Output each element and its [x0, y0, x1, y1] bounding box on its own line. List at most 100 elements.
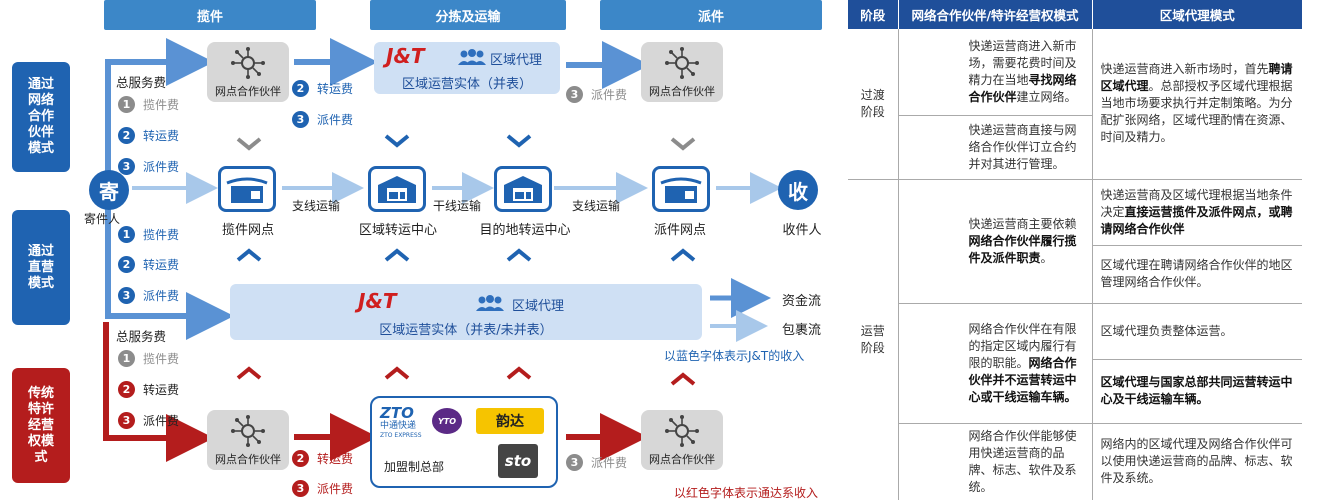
partner-label: 网点合作伙伴 — [215, 453, 281, 466]
chevron-up-icon — [670, 248, 696, 262]
zto-logo: ZTO 中通快递 ZTO EXPRESS — [380, 404, 422, 440]
table-cell: 区域代理在聘请网络合作伙伴的地区管理网络合作伙伴。 — [1092, 245, 1302, 304]
table-row: 区域代理与国家总部共同运营转运中心及干线运输车辆。 — [848, 359, 1302, 424]
regional-agent-label: 区域代理 — [512, 299, 565, 314]
branch-transport-label: 支线运输 — [572, 199, 621, 213]
regional-hub-icon — [368, 166, 426, 212]
network-icon — [665, 415, 699, 447]
chevron-up-icon — [506, 248, 532, 262]
total-fee-label-top: 总服务费 — [116, 75, 167, 90]
regional-hub-label: 区域转运中心 — [358, 223, 437, 238]
mode-partner-label: 通过网络合作伙伴模式 — [12, 62, 70, 172]
table-header-stage: 阶段 — [848, 0, 899, 29]
table-row: 网络合作伙伴在有限的指定区域内履行有限的职能。网络合作伙伴并不运营转运中心或干线… — [848, 303, 1302, 424]
chevron-up-icon — [384, 248, 410, 262]
yunda-logo: 韵达 — [476, 408, 544, 434]
chevron-up-icon — [384, 366, 410, 380]
mode-franchise-label: 传统特许经营权模式 — [12, 368, 70, 483]
table-cell: 网络合作伙伴能够使用快递运营商的品牌、标志、软件及系统。 — [898, 423, 1093, 500]
delivery-outlet-label: 派件网点 — [653, 223, 706, 238]
table-row: 区域代理在聘请网络合作伙伴的地区管理网络合作伙伴。 — [848, 245, 1302, 304]
chevron-down-icon — [506, 134, 532, 148]
parcel-flow-legend: 包裹流 — [782, 323, 822, 338]
franchise-hq-label: 加盟制总部 — [384, 460, 445, 474]
yto-logo: YTO — [432, 408, 462, 434]
people-group-icon — [476, 295, 504, 311]
partner-node-top-delivery: 网点合作伙伴 — [641, 42, 723, 102]
table-cell: 快递运营商直接与网络合作伙伴订立合约并对其进行管理。 — [898, 115, 1093, 180]
partner-node-bottom-delivery: 网点合作伙伴 — [641, 410, 723, 470]
chevron-up-icon — [236, 366, 262, 380]
sender-icon: 寄 — [89, 170, 129, 210]
table-row: 网络合作伙伴能够使用快递运营商的品牌、标志、软件及系统。 网络内的区域代理及网络… — [848, 423, 1302, 500]
blue-note: 以蓝色字体表示J&T的收入 — [664, 349, 805, 363]
table-row: 快递运营商直接与网络合作伙伴订立合约并对其进行管理。 — [848, 115, 1302, 180]
branch-transport-label: 支线运输 — [292, 199, 341, 213]
total-fee-label-bottom: 总服务费 — [116, 329, 167, 344]
flow-arrows — [103, 38, 782, 462]
partner-label: 网点合作伙伴 — [649, 453, 715, 466]
table-cell: 快递运营商进入新市场，需要花费时间及精力在当地寻找网络合作伙伴建立网络。 — [898, 29, 1093, 116]
sto-logo: sto — [498, 444, 538, 478]
mode-direct-label: 通过直营模式 — [12, 210, 70, 325]
chevron-down-icon — [670, 137, 696, 151]
network-icon — [231, 415, 265, 447]
fund-flow-legend: 资金流 — [782, 294, 822, 309]
table-header-agent-model: 区域代理模式 — [1092, 0, 1302, 29]
dest-hub-icon — [494, 166, 552, 212]
table-header-partner-model: 网络合作伙伴/特许经营权模式 — [898, 0, 1093, 29]
table-cell: 区域代理负责整体运营。 — [1092, 303, 1302, 360]
partner-label: 网点合作伙伴 — [215, 85, 281, 98]
table-cell: 网络内的区域代理及网络合作伙伴可以使用快递运营商的品牌、标志、软件及系统。 — [1092, 423, 1302, 500]
phase-pickup: 揽件 — [104, 0, 316, 30]
chevron-down-icon — [384, 134, 410, 148]
table-cell: 快递运营商及区域代理根据当地条件决定直接运营揽件及派件网点，或聘请网络合作伙伴 — [1092, 179, 1302, 246]
delivery-outlet-icon — [652, 166, 710, 212]
network-icon — [665, 47, 699, 79]
receiver-icon: 收 — [778, 170, 818, 210]
pickup-outlet-label: 揽件网点 — [221, 223, 274, 238]
table-row: 运营阶段 快递运营商主要依赖网络合作伙伴履行揽件及派件职责。 快递运营商及区域代… — [848, 179, 1302, 500]
chevron-up-icon — [670, 372, 696, 386]
partner-label: 网点合作伙伴 — [649, 85, 715, 98]
partner-node-bottom-pickup: 网点合作伙伴 — [207, 410, 289, 470]
comparison-table: 阶段 网络合作伙伴/特许经营权模式 区域代理模式 过渡阶段 快递运营商进入新市场… — [848, 0, 1302, 500]
pickup-outlet-icon — [218, 166, 276, 212]
partner-node-top-pickup: 网点合作伙伴 — [207, 42, 289, 102]
regional-entity-bottom: J&T 区域代理 区域运营实体（并表/未并表） — [230, 284, 702, 340]
red-note: 以红色字体表示通达系收入 — [674, 486, 819, 500]
jt-logo: J&T — [386, 44, 425, 68]
people-group-icon — [458, 49, 486, 65]
phase-delivery: 派件 — [600, 0, 822, 30]
table-cell: 快递运营商主要依赖网络合作伙伴履行揽件及派件职责。 — [898, 179, 1093, 304]
jt-logo: J&T — [358, 289, 397, 313]
table-row: 过渡阶段 快递运营商进入新市场，需要花费时间及精力在当地寻找网络合作伙伴建立网络… — [848, 29, 1302, 180]
chevron-up-icon — [236, 248, 262, 262]
trunk-transport-label: 干线运输 — [433, 199, 482, 213]
regional-agent-label: 区域代理 — [490, 53, 543, 68]
stage-transition: 过渡阶段 — [848, 29, 899, 180]
table-cell: 网络合作伙伴在有限的指定区域内履行有限的职能。网络合作伙伴并不运营转运中心或干线… — [898, 303, 1093, 424]
dest-hub-label: 目的地转运中心 — [479, 223, 571, 238]
phase-sorting: 分拣及运输 — [370, 0, 566, 30]
table-cell: 快递运营商进入新市场时，首先聘请区域代理。总部授权予区域代理根据当地市场要求执行… — [1092, 29, 1302, 180]
regional-entity-top: J&T 区域代理 区域运营实体（并表） — [374, 42, 560, 94]
stage-operation: 运营阶段 — [848, 179, 899, 500]
regional-entity-label: 区域运营实体（并表/未并表） — [379, 323, 553, 338]
sender-label: 寄件人 — [84, 212, 121, 226]
regional-entity-label: 区域运营实体（并表） — [401, 77, 532, 92]
